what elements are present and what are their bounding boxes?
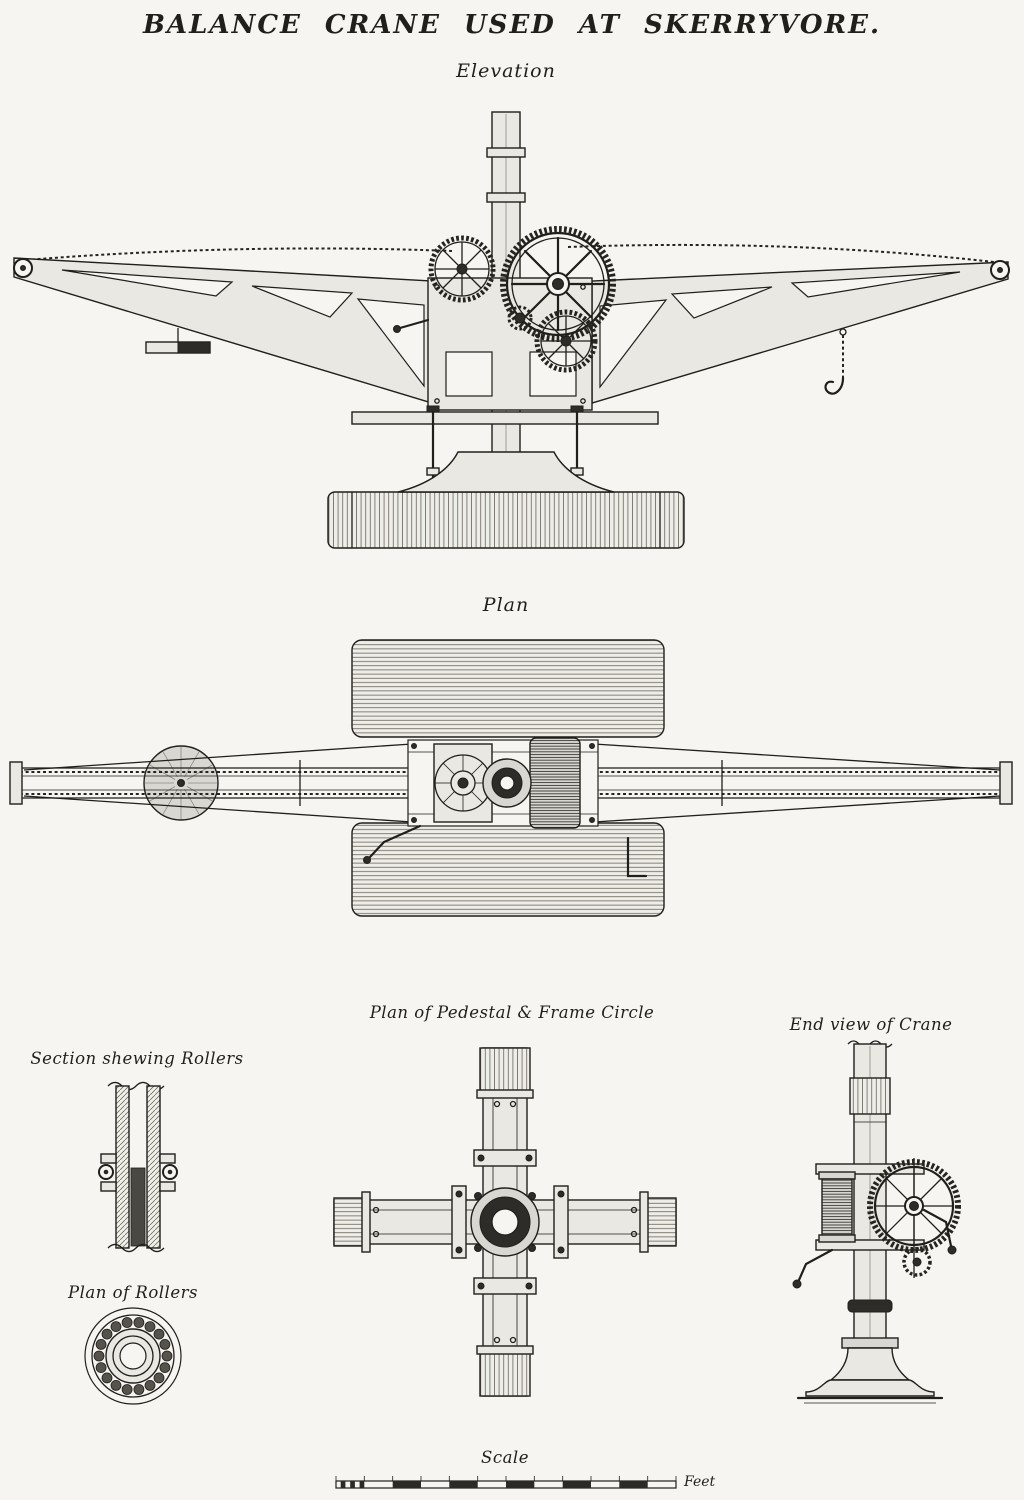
plan-base-slab-top (351, 639, 665, 738)
end-view-label: End view of Crane (789, 1015, 953, 1034)
plan-base-slab-bottom (351, 822, 665, 917)
elevation-label: Elevation (456, 60, 556, 82)
right-roller (159, 1153, 178, 1192)
pedestal-base (327, 451, 685, 549)
ball-ring (93, 1317, 173, 1395)
plan-handles (363, 824, 648, 878)
plan-machinery (407, 737, 599, 829)
winch-drum (818, 1171, 856, 1243)
clamp-plates (451, 1149, 569, 1295)
lifting-hook (824, 328, 847, 395)
scale-ticks (335, 1476, 677, 1481)
end-base (796, 1299, 944, 1404)
frame-bolts (372, 1100, 638, 1344)
barrel-spring-plan (529, 737, 581, 829)
section-rollers-label: Section shewing Rollers (30, 1049, 244, 1068)
left-roller (98, 1153, 117, 1192)
counterweight (145, 328, 211, 354)
crank-handles (792, 1208, 957, 1289)
spur-gear-left (428, 235, 496, 303)
plan-tie-rods (23, 743, 1001, 823)
plan-label: Plan (482, 594, 530, 616)
elevation-drawing (13, 111, 1010, 549)
end-view-drawing (792, 1040, 961, 1404)
pinion-gear (507, 305, 533, 331)
pedestal-plan-label: Plan of Pedestal & Frame Circle (369, 1003, 655, 1022)
left-jib (13, 257, 433, 404)
winch-handle (398, 318, 430, 330)
plan-drawing (9, 639, 1013, 917)
end-gear (867, 1158, 961, 1278)
scale-bar (335, 1476, 677, 1489)
lower-bracket (815, 1239, 925, 1251)
centre-pivot (470, 1187, 540, 1257)
pedestal-plan-drawing (333, 1047, 677, 1397)
scale-label: Scale (481, 1448, 529, 1467)
main-chain-wheel (500, 226, 616, 342)
plan-rollers-drawing (84, 1307, 182, 1405)
lower-gear (534, 309, 598, 373)
gear-cluster (428, 226, 616, 373)
plan-counterweight-disc (143, 745, 219, 821)
break-line-bottom (107, 1243, 165, 1253)
column-core (130, 1167, 146, 1247)
plan-rollers-label: Plan of Rollers (68, 1283, 198, 1302)
scale-unit-label: Feet (684, 1474, 716, 1490)
plate-title: BALANCE CRANE USED AT SKERRYVORE. (142, 10, 882, 40)
section-rollers-drawing (98, 1081, 178, 1253)
end-pinion (902, 1247, 932, 1277)
right-jib (591, 260, 1010, 404)
